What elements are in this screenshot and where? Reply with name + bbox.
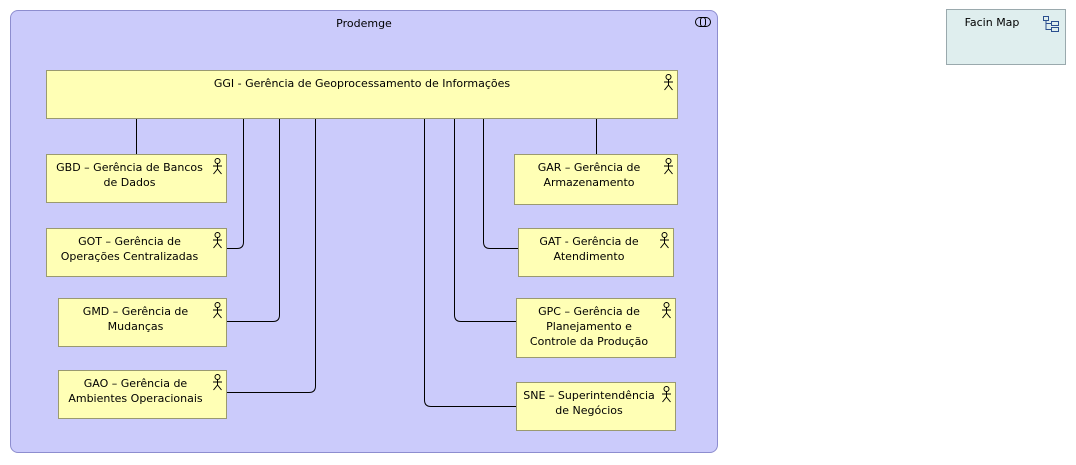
connector-gpc	[454, 118, 516, 322]
unit-box-gat[interactable]: GAT - Gerência de Atendimento	[518, 228, 674, 277]
connector-gmd	[227, 118, 280, 322]
actor-icon	[213, 302, 222, 319]
unit-label-gmd: GMD – Gerência de Mudanças	[82, 305, 189, 333]
unit-label-gbd: GBD – Gerência de Bancos de Dados	[56, 161, 203, 189]
actor-icon	[662, 386, 671, 403]
connector-got	[227, 118, 244, 249]
unit-label-gao: GAO – Gerência de Ambientes Operacionais	[68, 377, 203, 405]
collaboration-icon	[695, 17, 711, 27]
unit-label-got: GOT – Gerência de Operações Centralizada…	[60, 235, 199, 263]
facin-map-label: Facin Map	[964, 16, 1020, 29]
facin-map-reference[interactable]: Facin Map	[946, 9, 1066, 65]
actor-icon	[660, 232, 669, 249]
ggi-root-label: GGI - Gerência de Geoprocessamento de In…	[213, 77, 511, 90]
model-reference-icon	[1043, 16, 1059, 32]
connector-sne	[424, 118, 516, 407]
group-title: Prodemge	[336, 17, 392, 30]
actor-icon	[662, 302, 671, 319]
unit-box-gao[interactable]: GAO – Gerência de Ambientes Operacionais	[58, 370, 227, 419]
unit-box-gar[interactable]: GAR – Gerência de Armazenamento	[514, 154, 678, 205]
unit-label-sne: SNE – Superintendência de Negócios	[523, 389, 655, 417]
unit-label-gat: GAT - Gerência de Atendimento	[539, 235, 639, 263]
unit-box-gbd[interactable]: GBD – Gerência de Bancos de Dados	[46, 154, 227, 203]
unit-box-gpc[interactable]: GPC – Gerência de Planejamento e Control…	[516, 298, 676, 358]
actor-icon	[213, 158, 222, 175]
connector-gat	[483, 118, 518, 249]
actor-icon	[664, 158, 673, 175]
ggi-root-box[interactable]: GGI - Gerência de Geoprocessamento de In…	[46, 70, 678, 119]
unit-box-gmd[interactable]: GMD – Gerência de Mudanças	[58, 298, 227, 347]
unit-box-got[interactable]: GOT – Gerência de Operações Centralizada…	[46, 228, 227, 277]
unit-label-gar: GAR – Gerência de Armazenamento	[537, 161, 641, 189]
actor-icon	[213, 232, 222, 249]
actor-icon	[213, 374, 222, 391]
actor-icon	[664, 74, 673, 91]
unit-label-gpc: GPC – Gerência de Planejamento e Control…	[529, 305, 649, 348]
unit-box-sne[interactable]: SNE – Superintendência de Negócios	[516, 382, 676, 431]
connector-gao	[227, 118, 316, 393]
